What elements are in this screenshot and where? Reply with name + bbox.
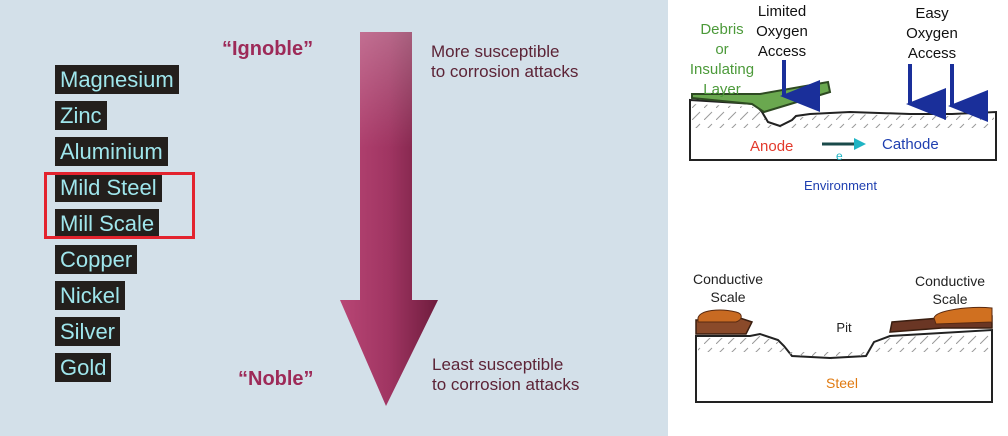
anode-label: Anode: [750, 138, 793, 155]
right-scale-label-2: Scale: [932, 291, 967, 307]
bottom-desc-line1: Least susceptible: [432, 355, 564, 374]
left-scale-rust: [697, 309, 742, 323]
limited-oxygen-label-2: Oxygen: [756, 23, 808, 40]
metal-label-nickel: Nickel: [55, 281, 125, 310]
limited-oxygen-label-1: Limited: [758, 3, 806, 20]
easy-oxygen-label-1: Easy: [915, 5, 949, 22]
ignoble-label: “Ignoble”: [222, 38, 314, 60]
metal-label-copper: Copper: [55, 245, 138, 274]
top-desc-line2: to corrosion attacks: [431, 62, 579, 81]
environment-label: Environment: [804, 178, 877, 193]
debris-label-2: or: [715, 41, 728, 58]
metal-label-silver: Silver: [55, 317, 121, 346]
easy-oxygen-label-3: Access: [908, 45, 956, 62]
right-scale-label-1: Conductive: [915, 273, 985, 289]
debris-label-1: Debris: [700, 21, 743, 38]
electron-arrowhead: [854, 138, 866, 150]
metal-label-aluminium: Aluminium: [55, 137, 168, 166]
pitting-corrosion-diagram: Conductive Scale Conductive Scale Pit St…: [693, 271, 993, 403]
metal-label-gold: Gold: [55, 353, 112, 382]
right-scale-rust: [933, 307, 993, 325]
debris-label-3: Insulating: [690, 61, 754, 78]
pitting-hatch: [698, 332, 990, 360]
debris-label-4: Layer: [703, 81, 741, 98]
pit-label: Pit: [836, 320, 852, 335]
noble-label: “Noble”: [238, 368, 314, 390]
galvanic-series-panel: Magnesium Zinc Aluminium Mild Steel Mill…: [0, 0, 668, 436]
steel-label: Steel: [826, 375, 858, 391]
metal-label-zinc: Zinc: [55, 101, 107, 130]
metal-label-mild-steel: Mild Steel: [55, 173, 162, 202]
left-scale-label-1: Conductive: [693, 271, 763, 287]
cathode-label: Cathode: [882, 136, 939, 153]
crevice-hatch: [692, 104, 994, 128]
bottom-desc-line2: to corrosion attacks: [432, 375, 580, 394]
top-desc-line1: More susceptible: [431, 42, 560, 61]
easy-oxygen-label-2: Oxygen: [906, 25, 958, 42]
metal-label-mill-scale: Mill Scale: [55, 209, 160, 238]
limited-oxygen-label-3: Access: [758, 43, 806, 60]
nobility-arrow: [340, 32, 438, 406]
electron-label: e: [836, 149, 843, 163]
highlight-box: [44, 172, 195, 239]
left-scale-label-2: Scale: [710, 289, 745, 305]
crevice-corrosion-diagram: Debris or Insulating Layer Limited Oxyge…: [689, 3, 997, 193]
metal-label-magnesium: Magnesium: [55, 65, 179, 94]
